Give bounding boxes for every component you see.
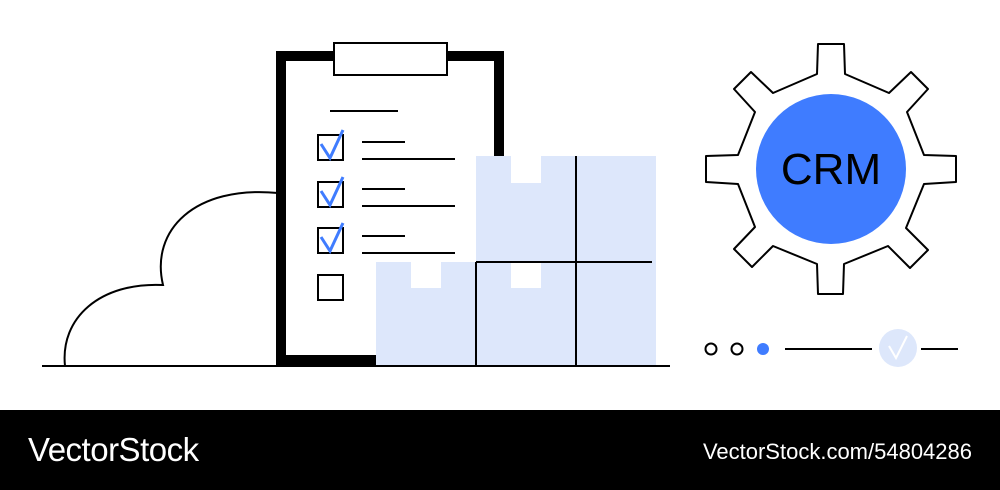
check-icon: [319, 129, 345, 162]
step-dot: [704, 342, 718, 356]
box-tape: [511, 263, 541, 288]
box-tape: [411, 262, 441, 288]
cloud-icon: [63, 191, 279, 367]
brand-logo: VectorStock: [28, 431, 199, 468]
progress-steps: [704, 329, 958, 367]
watermark-footer: VectorStock VectorStock.com/54804286: [0, 410, 1000, 490]
step-dot: [730, 342, 744, 356]
step-dot-active: [757, 343, 769, 355]
box-back-top: [476, 156, 656, 263]
clipboard-clip: [333, 42, 448, 76]
image-id: VectorStock.com/54804286: [702, 439, 972, 464]
check-icon: [319, 222, 345, 255]
illustration-canvas: CRM: [42, 42, 958, 367]
check-icon: [888, 335, 908, 361]
crm-gear: CRM: [705, 43, 957, 295]
stacked-boxes: [376, 156, 656, 366]
check-icon: [319, 176, 345, 209]
crm-badge: [756, 94, 906, 244]
checkbox-4: [317, 274, 344, 301]
box-tape: [511, 156, 541, 183]
box-back-bottom: [476, 262, 656, 366]
crm-label: CRM: [781, 145, 881, 194]
illustration: CRM: [42, 42, 958, 367]
check-circle: [879, 329, 917, 367]
